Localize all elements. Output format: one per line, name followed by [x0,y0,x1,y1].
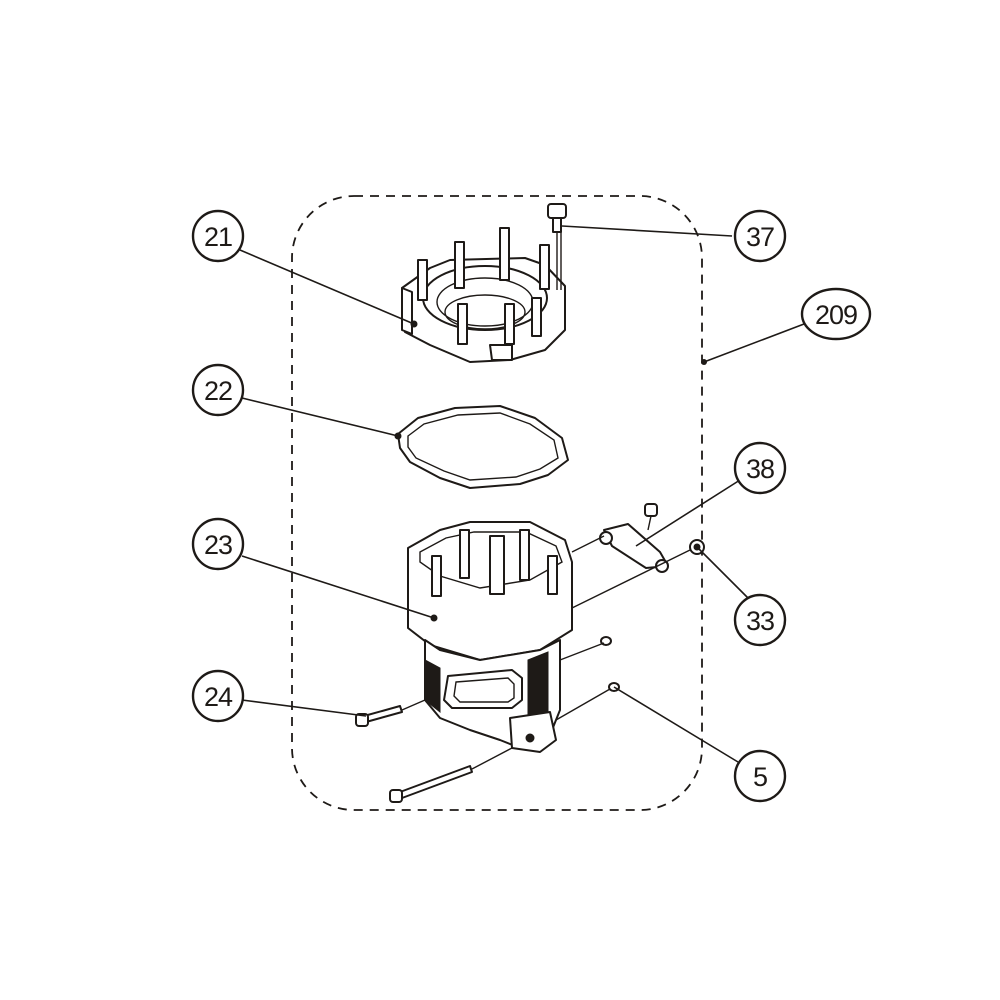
callout-38-label: 38 [746,454,774,484]
assembly-line-1 [571,535,605,553]
callout-37-label: 37 [746,222,774,252]
part-22-gasket[interactable] [394,405,569,489]
part-37-screw[interactable] [547,203,567,290]
leader-21 [239,249,415,325]
part-38-bracket[interactable] [599,503,669,573]
part-24-bolt-lower[interactable] [389,765,473,803]
callout-21[interactable]: 21 [191,209,245,263]
callout-24[interactable]: 24 [191,669,245,723]
assembly-line-4 [555,688,611,721]
assembly-line-6 [471,747,513,770]
assembly-line-3 [559,642,605,661]
leader-23 [241,555,435,619]
callout-38[interactable]: 38 [733,441,787,495]
leader-209 [703,323,805,363]
callout-22-label: 22 [204,376,232,406]
leader-209-dot [701,359,707,365]
callout-23-label: 23 [204,530,232,560]
callout-209[interactable]: 209 [800,287,872,341]
part-23-housing[interactable] [407,521,573,753]
leader-22 [241,397,399,437]
assembly-line-2 [571,549,691,609]
callout-37[interactable]: 37 [733,209,787,263]
leader-33 [696,546,749,599]
part-24-bolt-upper[interactable] [355,705,403,727]
callout-5-label: 5 [753,762,767,792]
callout-24-label: 24 [204,682,233,712]
callout-5[interactable]: 5 [733,749,787,803]
callout-33[interactable]: 33 [733,593,787,647]
leader-38 [635,479,741,547]
leader-24 [241,699,367,717]
leader-37 [561,225,733,237]
callout-209-label: 209 [815,300,857,330]
assembly-boundary [291,195,703,811]
callout-23[interactable]: 23 [191,517,245,571]
callout-33-label: 33 [746,606,774,636]
assembly-line-5 [401,699,426,711]
leader-5 [613,686,739,763]
callout-22[interactable]: 22 [191,363,245,417]
callout-21-label: 21 [204,222,232,252]
part-21-top-cap[interactable] [401,227,566,363]
